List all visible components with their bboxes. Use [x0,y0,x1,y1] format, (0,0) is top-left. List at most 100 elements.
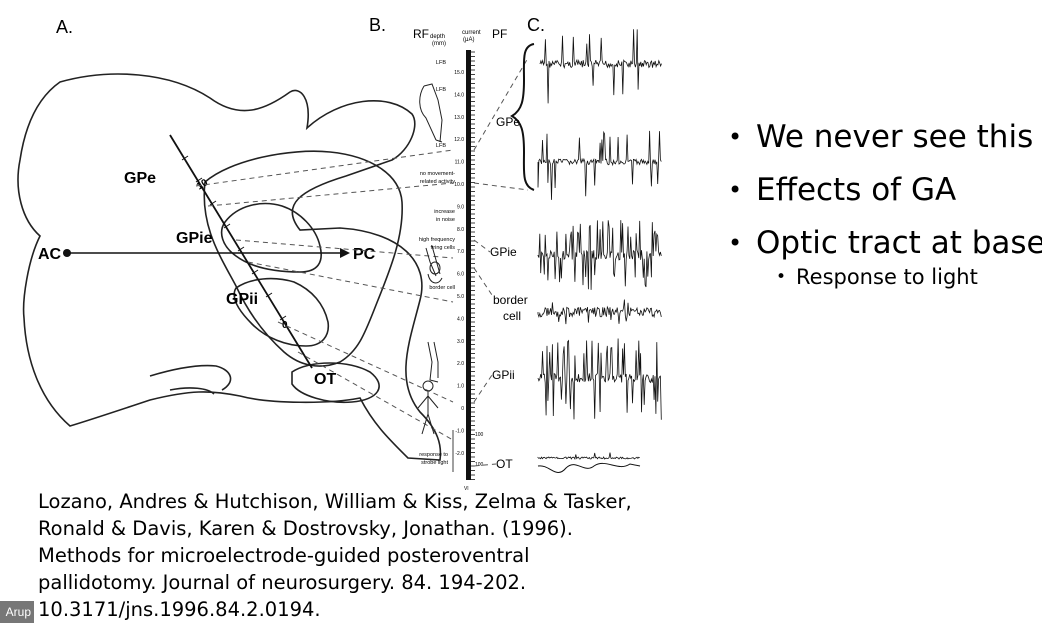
citation-line: Ronald & Davis, Karen & Dostrovsky, Jona… [38,517,573,540]
panel-a [17,73,442,461]
bullet-item: We never see this [728,122,1042,154]
trace-label-cell: cell [503,309,521,323]
track-tick-0: 0 [282,320,288,331]
depth-tick-label: 15.0 [454,70,464,76]
header-depth-unit: (mm) [432,41,446,47]
trace-gpe-2 [537,130,662,200]
depth-tick-labels: 15.014.013.012.011.010.09.08.07.06.05.04… [454,70,464,457]
annotation-lfb-2: LFB [436,87,446,93]
region-label-ot: OT [314,371,336,388]
annotation-border-cell: border cell [429,285,455,291]
lower-contour-2 [169,387,215,395]
face-icon [429,261,441,275]
trace-ot-light-response [537,462,641,473]
bullet-list: We never see this Effects of GA Optic tr… [728,122,1042,310]
trace-label-gpie: GPie [490,245,517,259]
depth-tick-label: 6.0 [457,272,464,278]
region-label-gpe: GPe [124,170,156,187]
region-label-gpii: GPii [226,291,258,308]
header-depth: depth [430,34,445,40]
header-current: current [462,30,481,36]
annotation-lfb-1: LFB [436,60,446,66]
annotation-firing-cells: firing cells [431,245,456,251]
panel-b-label: B. [369,15,386,35]
human-body-icon [417,380,439,435]
author-tag: Arup [0,601,34,623]
ot-outline [291,362,380,404]
header-pf: PF [492,27,507,41]
trace-label-ot: OT [496,457,513,471]
panel-c-label: C. [527,15,545,35]
depth-tick-label: 2.0 [457,361,464,367]
citation-line: Lozano, Andres & Hutchison, William & Ki… [38,490,632,513]
electrode-track [169,134,313,369]
annotation-high-frequency: high frequency [419,237,455,243]
depth-tick-label: 12.0 [454,137,464,143]
trace-label-gpe: GPe [496,115,520,129]
ac-point [63,249,71,257]
panel-a-label: A. [56,17,73,37]
arm-icon [419,83,443,143]
citation-line: Methods for microelectrode-guided poster… [38,544,530,567]
axis-label-pc: PC [353,246,376,263]
depth-tick-label: 11.0 [455,160,465,166]
trace-ot [537,452,640,460]
current-tick-3: Vl [464,486,468,490]
citation-line: pallidotomy. Journal of neurosurgery. 84… [38,571,527,594]
annotation-strobe-light: strobe light [421,460,448,466]
depth-tick-label: 1.0 [457,384,464,390]
depth-tick-label: 0 [461,406,464,412]
depth-tick-label: 13.0 [454,115,464,121]
depth-tick-label: 14.0 [454,92,464,98]
trace-gpe-1 [539,29,662,104]
trace-gpii [537,338,662,420]
depth-tick-label: 3.0 [457,339,464,345]
hand-icon [425,245,443,284]
annotation-increase: increase [434,209,455,215]
annotation-lfb-3: LFB [436,143,446,149]
gpe-outline [203,150,403,367]
leg-icon [427,341,439,383]
depth-tick-label: -2.0 [455,451,464,457]
annotation-response-to: response to [419,452,448,458]
depth-tick-label: 10.0 [454,182,464,188]
depth-tick-label: 9.0 [457,204,464,210]
trace-gpie [537,220,662,290]
annotation-in-noise: in noise [436,217,455,223]
trace-label-gpii: GPii [492,368,515,382]
depth-ticks [471,51,475,480]
citation-line: 10.3171/jns.1996.84.2.0194. [38,598,321,621]
spike-traces [537,29,662,473]
pc-arrowhead [340,248,350,258]
bullet-item: Effects of GA [728,175,1042,207]
bullet-item: Optic tract at base [728,228,1042,260]
gpie-outline [220,202,322,273]
brain-outline [17,73,442,461]
depth-tick-label: 4.0 [457,316,464,322]
figure: A. GPe GPie GPii OT AC PC 10 0 B. RF dep… [17,15,662,490]
depth-tick-label: -1.0 [455,428,464,434]
correspondence-lines-ab [195,149,454,441]
gpii-outline [233,277,330,347]
annotation-related-activity: related activity [420,179,455,185]
axis-label-ac: AC [38,246,62,263]
header-current-unit: (μA) [463,37,474,43]
annotation-no-movement: no movement- [420,171,455,177]
correspondence-lines-bc [473,57,529,467]
region-label-gpie: GPie [176,230,213,247]
citation: Lozano, Andres & Hutchison, William & Ki… [38,488,648,623]
track-ticks [181,155,287,321]
current-tick-1: 100 [475,432,484,438]
sub-bullet-item: Response to light [776,267,1042,289]
trace-border [537,299,662,325]
ruler-annotations: LFB LFB LFB no movement- related activit… [419,60,455,466]
depth-tick-label: 5.0 [457,294,464,300]
depth-tick-label: 8.0 [457,227,464,233]
current-tick-2: 100 [475,462,484,468]
header-rf: RF [413,27,429,41]
lower-contour [149,364,232,391]
depth-ruler-bar [466,50,471,480]
gpe-curly-brace [510,43,535,191]
trace-label-border: border [493,293,528,307]
